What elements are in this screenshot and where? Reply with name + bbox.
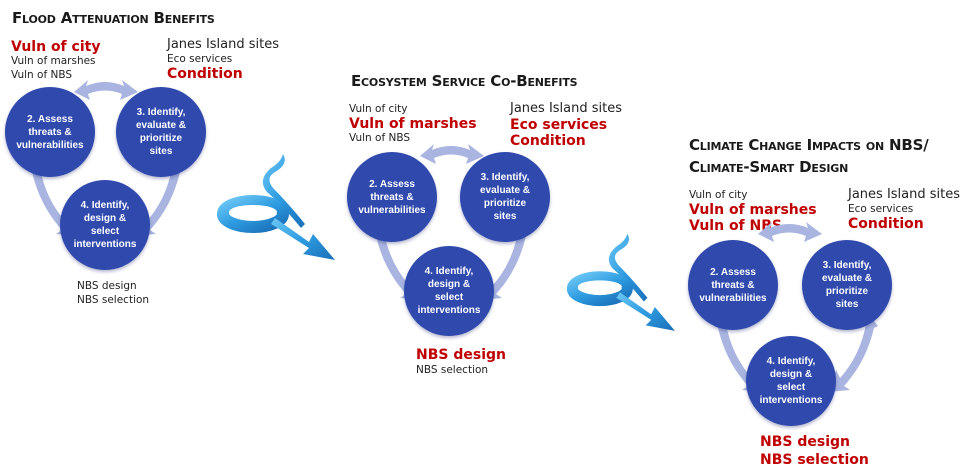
label-eco-services: Eco services <box>848 203 914 215</box>
step-assess-label: 2. Assess threats & vulnerabilities <box>699 266 767 304</box>
panel-climate-change: Climate Change Impacts on NBS/ Climate-S… <box>680 122 960 476</box>
label-vuln-city: Vuln of city <box>349 103 408 115</box>
label-vuln-nbs: Vuln of NBS <box>349 131 411 144</box>
step-interventions-label: 4. Identify, design & select interventio… <box>759 356 823 406</box>
step-identify-sites-label: 3. Identify, evaluate & prioritize sites <box>479 172 531 222</box>
step-identify-sites-circle: 3. Identify, evaluate & prioritize sites <box>802 240 892 330</box>
label-vuln-marshes: Vuln of marshes <box>689 201 817 218</box>
label-condition: Condition <box>167 65 243 82</box>
label-vuln-nbs: Vuln of NBS <box>689 217 782 234</box>
panel-title: Flood Attenuation Benefits <box>12 9 215 27</box>
left-labels: Vuln of city Vuln of marshes Vuln of NBS <box>349 104 477 143</box>
panel-flood-attenuation: Flood Attenuation Benefits Vuln of city … <box>0 0 330 320</box>
step-assess-label: 2. Assess threats & vulnerabilities <box>16 113 84 151</box>
label-janes-island-sites: Janes Island sites <box>510 101 623 116</box>
step-identify-sites-circle: 3. Identify, evaluate & prioritize sites <box>116 87 206 177</box>
step-interventions-circle: 4. Identify, design & select interventio… <box>60 180 150 270</box>
step-interventions-circle: 4. Identify, design & select interventio… <box>746 336 836 426</box>
label-condition: Condition <box>510 133 586 149</box>
step-identify-sites-label: 3. Identify, evaluate & prioritize sites <box>135 107 187 157</box>
right-labels: Janes Island sites Eco services Conditio… <box>167 38 279 81</box>
bottom-labels: NBS design NBS selection <box>760 435 869 467</box>
label-janes-island-sites: Janes Island sites <box>848 187 960 202</box>
step-interventions-circle: 4. Identify, design & select interventio… <box>404 246 494 336</box>
label-condition: Condition <box>848 215 924 232</box>
label-vuln-city: Vuln of city <box>689 189 748 201</box>
step-assess-circle: 2. Assess threats & vulnerabilities <box>347 152 437 242</box>
label-nbs-design: NBS design <box>760 434 850 450</box>
step-interventions-label: 4. Identify, design & select interventio… <box>73 200 137 250</box>
right-labels: Janes Island sites Eco services Conditio… <box>510 102 622 148</box>
label-nbs-selection: NBS selection <box>416 364 489 376</box>
right-labels: Janes Island sites Eco services Conditio… <box>848 188 960 231</box>
step-assess-circle: 2. Assess threats & vulnerabilities <box>688 240 778 330</box>
step-assess-label: 2. Assess threats & vulnerabilities <box>358 178 426 216</box>
label-janes-island-sites: Janes Island sites <box>167 37 280 52</box>
label-nbs-design: NBS design <box>77 280 137 292</box>
label-nbs-selection: NBS selection <box>760 452 869 468</box>
label-eco-services: Eco services <box>510 117 608 133</box>
bottom-labels: NBS design NBS selection <box>77 281 149 305</box>
panel-title-line-2: Climate-Smart Design <box>689 158 849 176</box>
step-identify-sites-label: 3. Identify, evaluate & prioritize sites <box>821 260 873 310</box>
label-vuln-marshes: Vuln of marshes <box>349 115 477 132</box>
label-eco-services: Eco services <box>167 53 233 65</box>
left-labels: Vuln of city Vuln of marshes Vuln of NBS <box>11 40 100 80</box>
spiral-arrow-icon <box>217 154 335 260</box>
step-identify-sites-circle: 3. Identify, evaluate & prioritize sites <box>460 152 550 242</box>
panel-title: Ecosystem Service Co-Benefits <box>351 72 578 90</box>
step-interventions-label: 4. Identify, design & select interventio… <box>417 266 481 316</box>
left-labels: Vuln of city Vuln of marshes Vuln of NBS <box>689 190 817 233</box>
step-assess-circle: 2. Assess threats & vulnerabilities <box>5 87 95 177</box>
spiral-arrow-icon <box>566 233 675 331</box>
arrow-top <box>420 144 484 164</box>
panel-title-line-1: Climate Change Impacts on NBS/ <box>689 136 929 154</box>
label-nbs-selection: NBS selection <box>77 293 150 306</box>
arrow-top <box>74 80 138 100</box>
label-vuln-city: Vuln of city <box>11 39 101 55</box>
bottom-labels: NBS design NBS selection <box>416 348 506 376</box>
label-nbs-design: NBS design <box>416 347 506 363</box>
label-vuln-marshes: Vuln of marshes <box>11 55 96 67</box>
panel-ecosystem-service: Ecosystem Service Co-Benefits Vuln of ci… <box>340 50 660 390</box>
label-vuln-nbs: Vuln of NBS <box>11 68 73 81</box>
